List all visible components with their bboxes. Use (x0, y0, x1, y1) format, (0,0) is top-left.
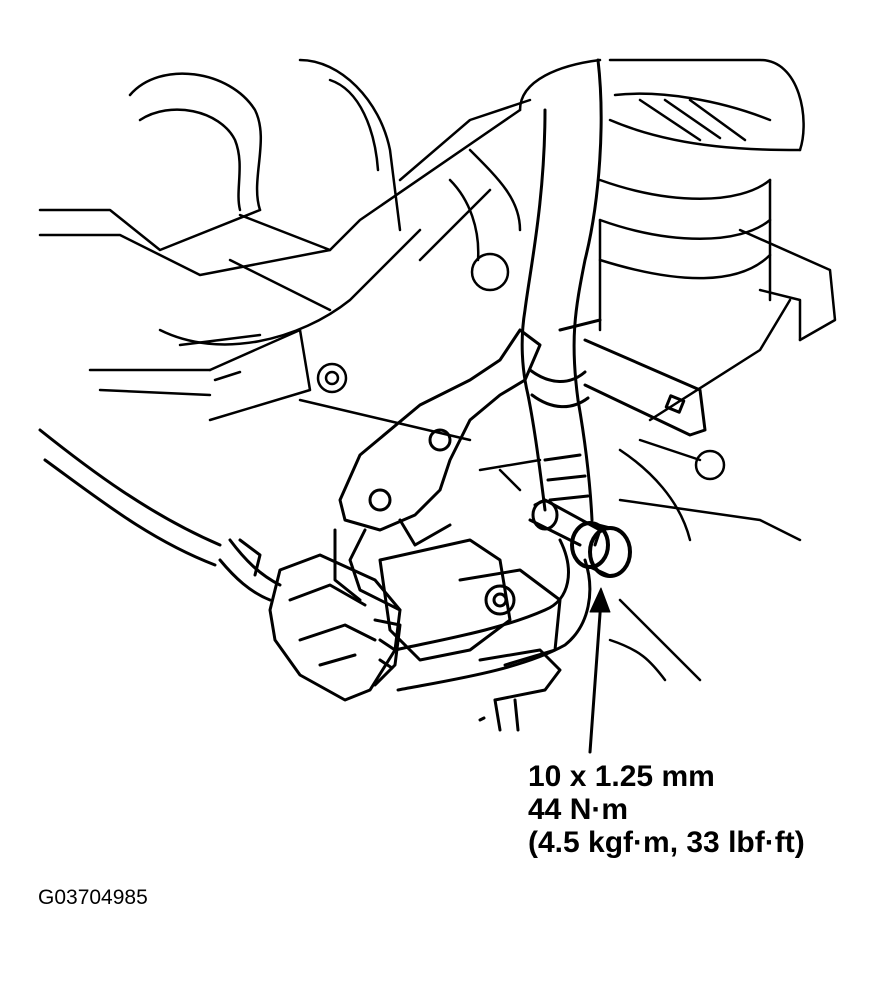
torque-alt-label: (4.5 kgf·m, 33 lbf·ft) (528, 826, 805, 859)
mounting-bolt (528, 498, 632, 578)
wire-harness (38, 428, 222, 567)
thread-size-label: 10 x 1.25 mm (528, 760, 715, 793)
vertical-hose (520, 58, 603, 522)
strap-bracket (558, 318, 707, 437)
transmission-housing (478, 438, 802, 682)
figure-id: G03704985 (38, 886, 148, 909)
torque-spec-callout: 10 x 1.25 mm 44 N·m (4.5 kgf·m, 33 lbf·f… (528, 760, 805, 859)
sensor-lead (393, 538, 592, 692)
torque-nm-label: 44 N·m (528, 793, 629, 826)
sensor-bracket (333, 328, 542, 612)
callout-leader (588, 587, 611, 754)
cylinder-housing (448, 58, 837, 422)
connector (218, 538, 402, 702)
engine-block-outline (38, 58, 532, 442)
